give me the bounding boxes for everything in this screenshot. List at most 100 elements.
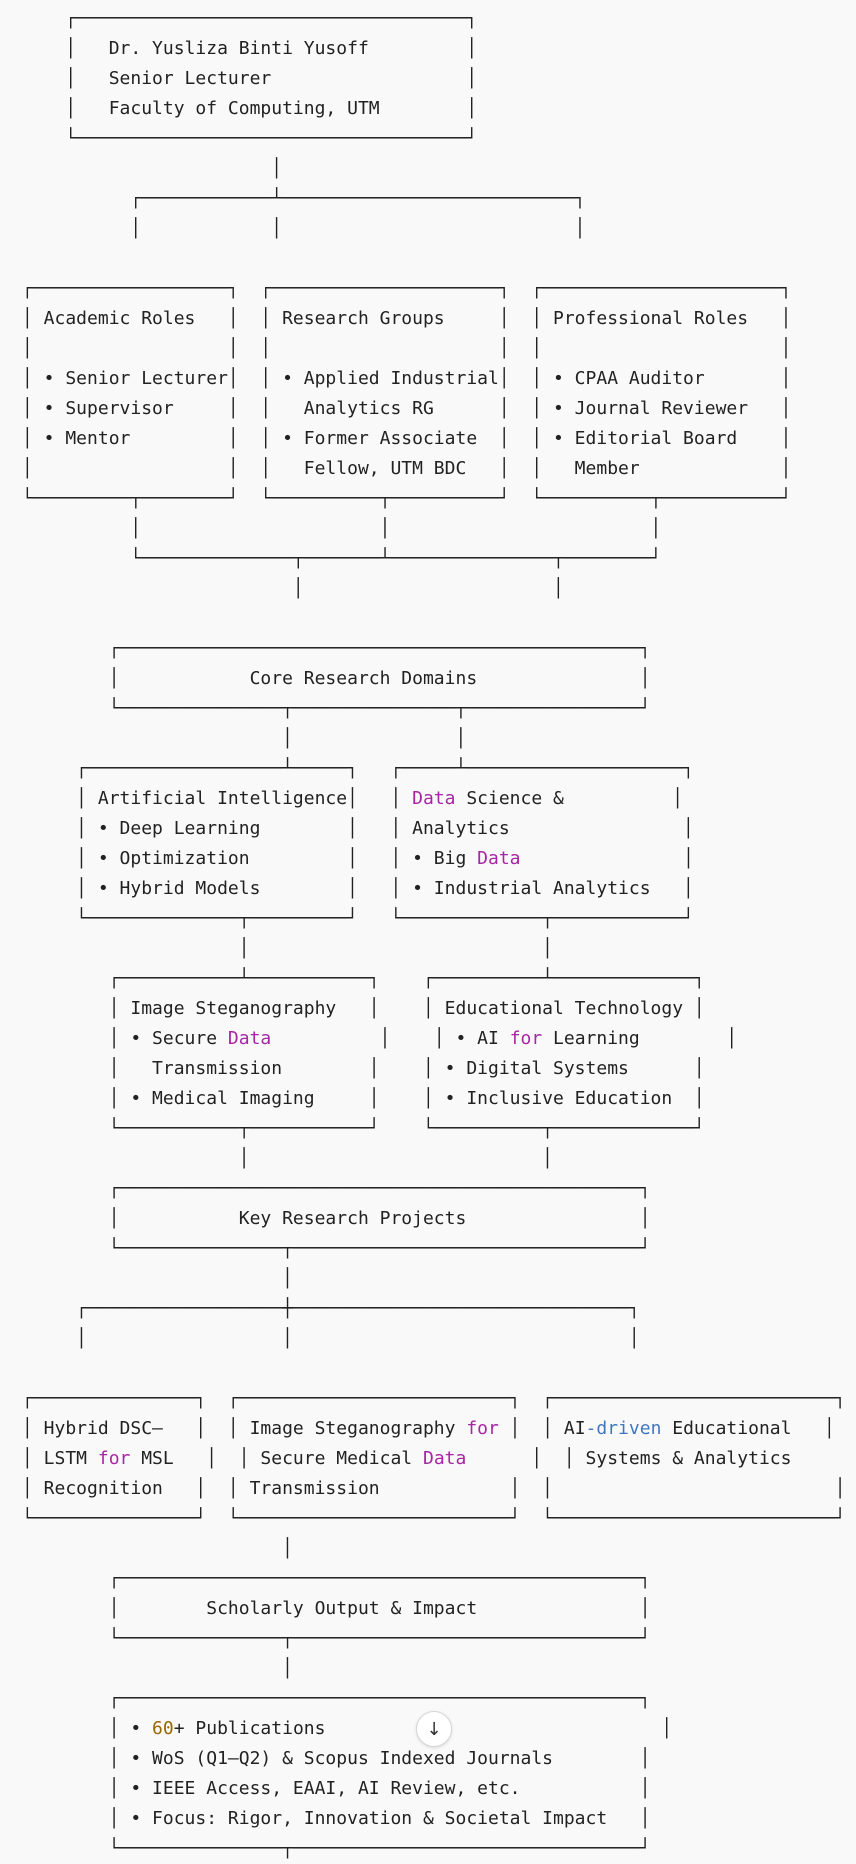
diagram-line: │ Core Research Domains │: [22, 668, 651, 689]
diagram-text: ┌──────────────────┐ ┌──────────────────…: [22, 278, 792, 299]
highlighted-token: Data: [477, 848, 521, 869]
diagram-text: └─────────┬────────┘ └──────────┬───────…: [22, 488, 792, 509]
diagram-line: │ │ │: [22, 1328, 640, 1349]
diagram-text: │: [22, 158, 283, 179]
diagram-text: ┌──────────────────┼────────────────────…: [22, 1298, 640, 1319]
diagram-text: │ • Focus: Rigor, Innovation & Societal …: [22, 1808, 651, 1829]
diagram-line: │ • Hybrid Models │ │ • Industrial Analy…: [22, 878, 694, 899]
diagram-line: │ Image Steganography │ │ Educational Te…: [22, 998, 705, 1019]
diagram-line: └───────────────┬───────────────────────…: [22, 1838, 651, 1859]
diagram-line: ┌───────────────┐ ┌─────────────────────…: [22, 1388, 846, 1409]
diagram-line: │ • WoS (Q1–Q2) & Scopus Indexed Journal…: [22, 1748, 651, 1769]
diagram-line: ┌──────────────────┐ ┌──────────────────…: [22, 278, 791, 299]
highlighted-token: for: [466, 1418, 499, 1439]
diagram-line: │ │: [22, 728, 466, 749]
diagram-text: │ • Deep Learning │ │ Analytics │: [22, 818, 694, 839]
diagram-text: │ │ │: [22, 1328, 640, 1349]
diagram-line: │: [22, 1268, 293, 1289]
diagram-line: ┌───────────────────────────────────────…: [22, 1688, 651, 1709]
diagram-text: │ Academic Roles │ │ Research Groups │ │…: [22, 308, 792, 329]
diagram-text: │ │ AI: [498, 1418, 586, 1439]
diagram-text: ┌───────────────┐ ┌─────────────────────…: [22, 1388, 846, 1409]
diagram-text: │ Image Steganography │ │ Educational Te…: [22, 998, 705, 1019]
diagram-line: │ • IEEE Access, EAAI, AI Review, etc. │: [22, 1778, 651, 1799]
diagram-line: └───────────────┘ └─────────────────────…: [22, 1508, 846, 1529]
diagram-line: │ Scholarly Output & Impact │: [22, 1598, 651, 1619]
diagram-line: │ • Focus: Rigor, Innovation & Societal …: [22, 1808, 651, 1829]
diagram-line: │ • Mentor │ │ • Former Associate │ │ • …: [22, 428, 791, 449]
diagram-text: │ Transmission │ │ • Digital Systems │: [22, 1058, 705, 1079]
diagram-text: ┌───────────┴───────────┐ ┌──────────┴──…: [22, 968, 705, 989]
diagram-line: │ Hybrid DSC– │ │ Image Steganography fo…: [22, 1418, 835, 1439]
diagram-line: │ │ │ Fellow, UTM BDC │ │ Member │: [22, 458, 791, 479]
diagram-line: │ │ │: [22, 518, 661, 539]
diagram-line: │ │: [22, 938, 553, 959]
diagram-text: │ • Supervisor │ │ Analytics RG │ │ • Jo…: [22, 398, 792, 419]
diagram-line: │ │ │: [22, 218, 586, 239]
diagram-line: ┌────────────────────────────────────┐: [22, 8, 477, 29]
diagram-text: │ │: [22, 938, 554, 959]
diagram-text: │ │: [22, 728, 467, 749]
ascii-diagram: ┌────────────────────────────────────┐ │…: [22, 4, 856, 1864]
diagram-text: │ │ │: [22, 518, 662, 539]
diagram-text: │ Recognition │ │ Transmission │ │ │: [22, 1478, 846, 1499]
diagram-text: │ • IEEE Access, EAAI, AI Review, etc. │: [22, 1778, 651, 1799]
diagram-line: └───────────────┬───────────────────────…: [22, 1628, 651, 1649]
diagram-line: │: [22, 158, 282, 179]
diagram-text: │: [22, 1538, 293, 1559]
diagram-line: │ LSTM for MSL │ │ Secure Medical Data │…: [22, 1448, 856, 1469]
diagram-line: └─────────┬────────┘ └──────────┬───────…: [22, 488, 791, 509]
diagram-line: │ Academic Roles │ │ Research Groups │ │…: [22, 308, 791, 329]
diagram-line: │ Artificial Intelligence│ │ Data Scienc…: [22, 788, 683, 809]
diagram-line: │ • Medical Imaging │ │ • Inclusive Educ…: [22, 1088, 705, 1109]
diagram-line: │ Dr. Yusliza Binti Yusoff │: [22, 38, 477, 59]
scroll-down-button[interactable]: ↓: [416, 1711, 452, 1747]
diagram-text: │ • Hybrid Models │ │ • Industrial Analy…: [22, 878, 694, 899]
diagram-line: ┌──────────────────┴─────┐ ┌─────┴──────…: [22, 758, 694, 779]
diagram-text: ┌────────────────────────────────────┐: [22, 8, 478, 29]
diagram-line: │ • 60+ Publications │: [22, 1718, 673, 1739]
diagram-text: └───────────┬───────────┘ └──────────┬──…: [22, 1118, 705, 1139]
diagram-text: ┌────────────┴──────────────────────────…: [22, 188, 586, 209]
diagram-text: Science & │: [455, 788, 684, 809]
diagram-line: │ • Deep Learning │ │ Analytics │: [22, 818, 694, 839]
diagram-line: │: [22, 1538, 293, 1559]
highlighted-token: 60: [152, 1718, 174, 1739]
diagram-text: └───────────────┘ └─────────────────────…: [22, 1508, 846, 1529]
diagram-text: │ Artificial Intelligence│ │: [22, 788, 413, 809]
diagram-line: ┌───────────────────────────────────────…: [22, 1178, 651, 1199]
diagram-line: │ Transmission │ │ • Digital Systems │: [22, 1058, 705, 1079]
diagram-line: │ Faculty of Computing, UTM │: [22, 98, 477, 119]
diagram-line: └───────────┬───────────┘ └──────────┬──…: [22, 1118, 705, 1139]
diagram-line: ┌───────────────────────────────────────…: [22, 638, 651, 659]
diagram-line: └───────────────┬───────────────────────…: [22, 1238, 651, 1259]
diagram-text: │: [520, 848, 694, 869]
diagram-text: │ • Optimization │ │ • Big: [22, 848, 478, 869]
diagram-line: ┌───────────┴───────────┐ ┌──────────┴──…: [22, 968, 705, 989]
diagram-line: │ Key Research Projects │: [22, 1208, 651, 1229]
diagram-text: │ │ │: [22, 218, 586, 239]
diagram-text: └────────────────────────────────────┘: [22, 128, 478, 149]
diagram-line: │ Recognition │ │ Transmission │ │ │: [22, 1478, 846, 1499]
diagram-text: │: [22, 1658, 293, 1679]
diagram-line: │ • Secure Data │ │ • AI for Learning │: [22, 1028, 738, 1049]
diagram-text: │ │: [22, 578, 564, 599]
diagram-text: │: [22, 1268, 293, 1289]
diagram-line: ┌────────────┴──────────────────────────…: [22, 188, 586, 209]
highlighted-token: Data: [412, 788, 456, 809]
diagram-text: │ Hybrid DSC– │ │ Image Steganography: [22, 1418, 467, 1439]
diagram-text: Educational │: [661, 1418, 835, 1439]
diagram-text: │ Faculty of Computing, UTM │: [22, 98, 478, 119]
diagram-line: │ │: [22, 1148, 553, 1169]
diagram-text: └──────────────┬─────────┘ └────────────…: [22, 908, 694, 929]
diagram-text: └───────────────┬───────────────┬───────…: [22, 698, 651, 719]
diagram-text: ┌───────────────────────────────────────…: [22, 1568, 651, 1589]
diagram-text: │ • WoS (Q1–Q2) & Scopus Indexed Journal…: [22, 1748, 651, 1769]
diagram-text: └───────────────┬───────────────────────…: [22, 1628, 651, 1649]
diagram-line: └───────────────┬───────────────┬───────…: [22, 698, 651, 719]
diagram-text: │ Key Research Projects │: [22, 1208, 651, 1229]
highlighted-token: -driven: [585, 1418, 662, 1439]
diagram-text: │ LSTM: [22, 1448, 98, 1469]
highlighted-token: for: [509, 1028, 543, 1049]
diagram-text: ┌──────────────────┴─────┐ ┌─────┴──────…: [22, 758, 694, 779]
